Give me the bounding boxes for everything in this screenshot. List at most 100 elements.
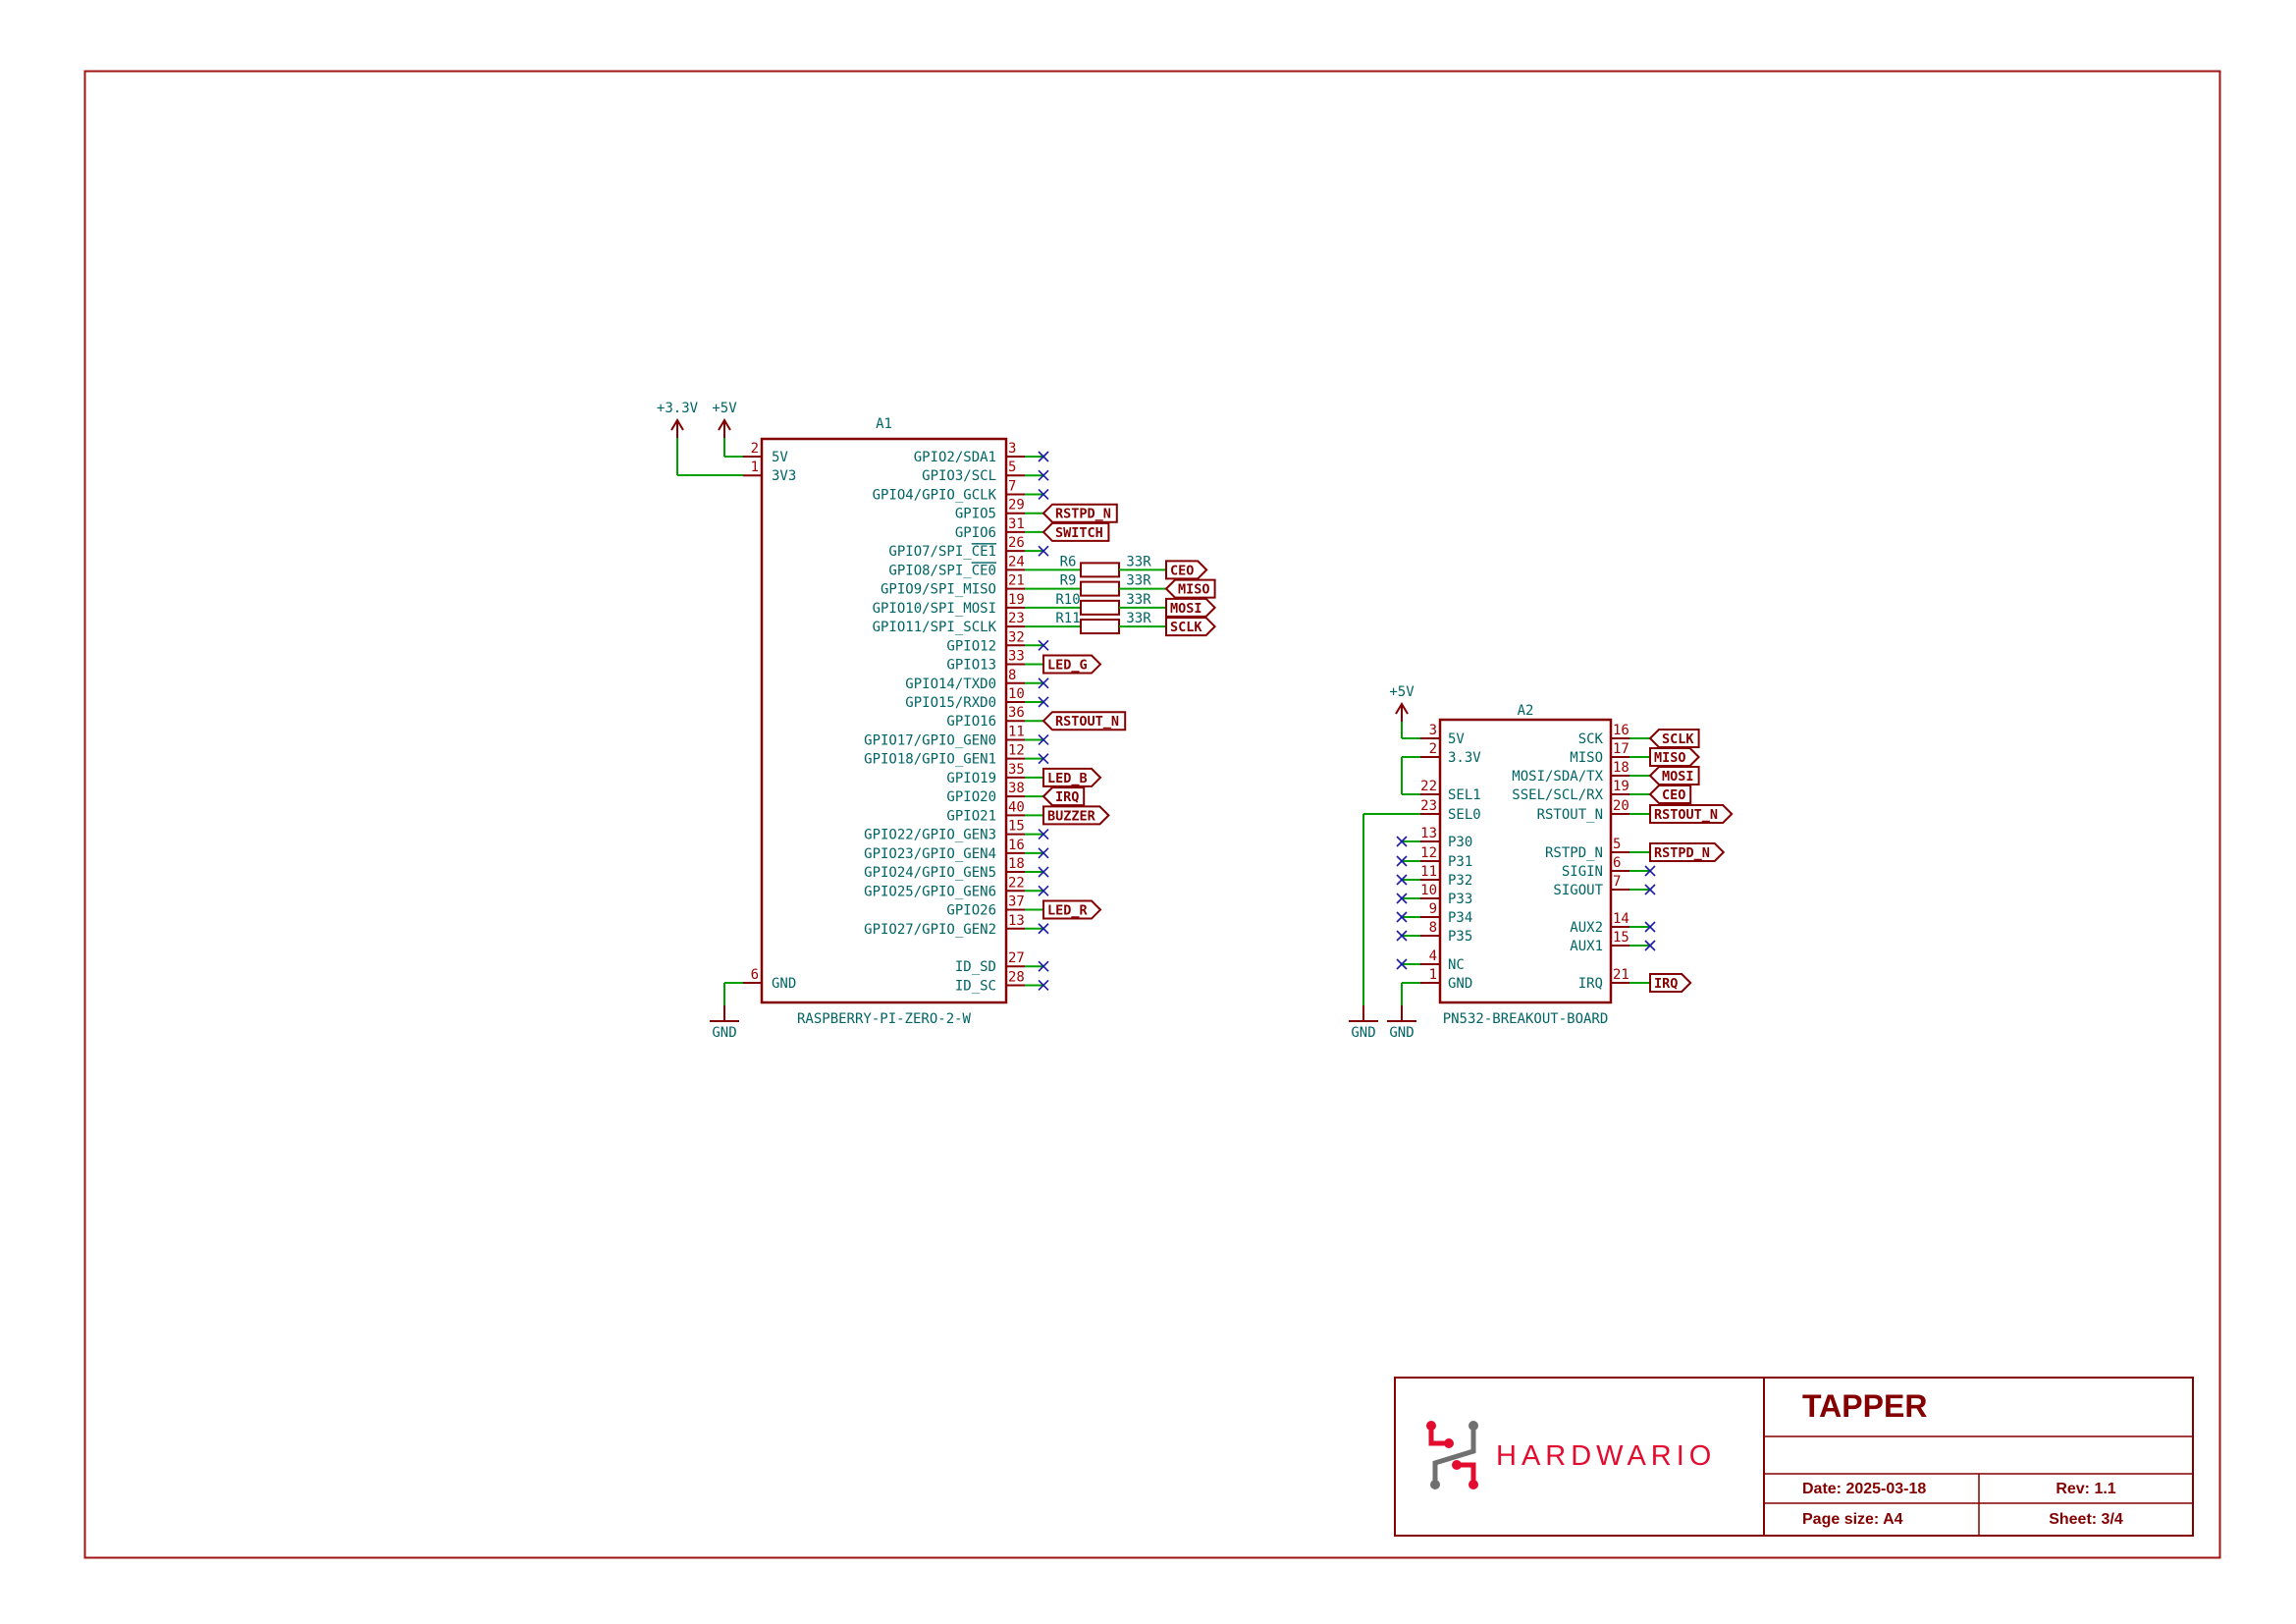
pin-name: GPIO2/SDA1 — [914, 450, 996, 465]
no-connect-icon — [1396, 855, 1408, 867]
hierarchical-label-miso: MISO — [1164, 578, 1216, 599]
no-connect-icon — [1396, 930, 1408, 942]
pin-number: 4 — [1429, 948, 1437, 964]
pin-number: 6 — [1613, 855, 1621, 871]
net-label-text: RSTOUT_N — [1055, 714, 1119, 730]
pin-name: 5V — [772, 450, 788, 465]
no-connect-icon — [1038, 677, 1049, 689]
pin-number: 5 — [1008, 460, 1016, 475]
power-symbol-icon: +5V — [712, 401, 737, 438]
pin-name: IRQ — [1578, 976, 1603, 992]
resistor-value: 33R — [1126, 554, 1151, 569]
component-value: PN532-BREAKOUT-BOARD — [1443, 1011, 1609, 1027]
no-connect-icon — [1038, 469, 1049, 481]
revision-field: Rev: 1.1 — [2056, 1481, 2115, 1497]
resistor-value: 33R — [1126, 611, 1151, 626]
pin-name: GPIO26 — [946, 903, 996, 919]
hierarchical-label-mosi: MOSI — [1648, 766, 1700, 785]
net-label-text: CEO — [1170, 563, 1194, 578]
net-label-text: SWITCH — [1055, 525, 1103, 541]
pin-name: P30 — [1448, 835, 1472, 850]
pin-number: 15 — [1613, 930, 1629, 946]
hierarchical-label-ceo: CEO — [1165, 560, 1208, 580]
no-connect-icon — [1038, 885, 1049, 896]
no-connect-icon — [1038, 829, 1049, 840]
pin-number: 38 — [1008, 781, 1025, 796]
no-connect-icon — [1038, 488, 1049, 501]
net-label-text: SCLK — [1170, 620, 1202, 635]
pin-number: 10 — [1008, 686, 1025, 702]
hierarchical-label-rstout-n: RSTOUT_N — [1041, 711, 1127, 731]
no-connect-icon — [1038, 696, 1049, 708]
pin-name: P32 — [1448, 873, 1472, 889]
resistor-reference: R11 — [1055, 611, 1080, 626]
pin-name: GPIO10/SPI_MOSI — [873, 601, 996, 617]
pin-number: 28 — [1008, 969, 1025, 985]
pin-name: AUX1 — [1570, 939, 1603, 954]
pin-number: 8 — [1008, 668, 1016, 683]
net-label-text: LED_B — [1047, 771, 1088, 786]
pin-number: 31 — [1008, 516, 1025, 532]
power-symbol-icon: +5V — [1389, 684, 1415, 722]
hardwario-logo-text: HARDWARIO — [1496, 1440, 1716, 1472]
pin-name: GPIO19 — [946, 771, 996, 786]
no-connect-icon — [1038, 639, 1049, 651]
pin-number: 1 — [1429, 967, 1437, 983]
no-connect-icon — [1038, 979, 1049, 992]
pin-name: GND — [772, 976, 796, 992]
hierarchical-label-rstpd-n: RSTPD_N — [1041, 503, 1118, 523]
no-connect-icon — [1644, 865, 1656, 877]
pin-name: 3V3 — [772, 468, 796, 484]
pin-number: 2 — [1429, 741, 1437, 757]
pin-number: 11 — [1008, 724, 1025, 739]
no-connect-icon — [1038, 545, 1049, 557]
net-label-text: BUZZER — [1047, 808, 1096, 824]
net-label-text: MOSI — [1662, 769, 1694, 785]
no-connect-icon — [1396, 958, 1408, 970]
pin-number: 37 — [1008, 894, 1025, 910]
page-size-field: Page size: A4 — [1802, 1511, 1903, 1528]
resistor-icon — [1080, 619, 1120, 635]
pin-number: 1 — [751, 460, 759, 475]
pin-name: SIGIN — [1562, 864, 1603, 880]
pin-name: 5V — [1448, 731, 1465, 747]
hierarchical-label-led-g: LED_G — [1042, 654, 1102, 675]
pin-name: GPIO4/GPIO_GCLK — [873, 487, 997, 503]
no-connect-icon — [1396, 893, 1408, 904]
net-label-text: SCLK — [1662, 731, 1694, 747]
no-connect-icon — [1396, 836, 1408, 847]
power-net-label: +5V — [1389, 684, 1415, 700]
resistor-value: 33R — [1126, 592, 1151, 608]
pin-number: 10 — [1420, 883, 1437, 898]
resistor-reference: R6 — [1060, 554, 1077, 569]
no-connect-icon — [1038, 733, 1049, 746]
pin-name: GPIO7/SPI_CE1 — [888, 544, 996, 560]
pin-number: 24 — [1008, 554, 1025, 569]
sheet-number-field: Sheet: 3/4 — [2049, 1511, 2123, 1528]
pin-name: GPIO25/GPIO_GEN6 — [864, 884, 996, 899]
hierarchical-label-led-b: LED_B — [1042, 767, 1102, 787]
pin-name: RSTPD_N — [1545, 845, 1603, 861]
pin-name: GPIO27/GPIO_GEN2 — [864, 922, 996, 938]
no-connect-icon — [1038, 847, 1049, 859]
hierarchical-label-switch: SWITCH — [1041, 521, 1110, 542]
pin-name: GPIO11/SPI_SCLK — [873, 620, 997, 635]
pin-name: GPIO13 — [946, 658, 996, 674]
no-connect-icon — [1644, 921, 1656, 933]
pin-number: 16 — [1613, 723, 1629, 738]
no-connect-icon — [1644, 940, 1656, 951]
resistor-icon — [1080, 580, 1120, 597]
pin-name-overline: CE1 — [972, 544, 996, 560]
pin-name: SEL1 — [1448, 787, 1481, 803]
pin-name: GPIO14/TXD0 — [905, 677, 996, 692]
pin-number: 35 — [1008, 762, 1025, 778]
net-label-text: MISO — [1178, 582, 1210, 598]
pin-name: GPIO18/GPIO_GEN1 — [864, 752, 996, 768]
pin-number: 3 — [1429, 723, 1437, 738]
net-label-text: RSTPD_N — [1055, 507, 1111, 522]
pin-number: 17 — [1613, 741, 1629, 757]
pin-name: GPIO16 — [946, 714, 996, 730]
pin-number: 20 — [1613, 798, 1629, 814]
no-connect-icon — [1396, 911, 1408, 923]
pin-name-overline: CE0 — [972, 563, 996, 578]
